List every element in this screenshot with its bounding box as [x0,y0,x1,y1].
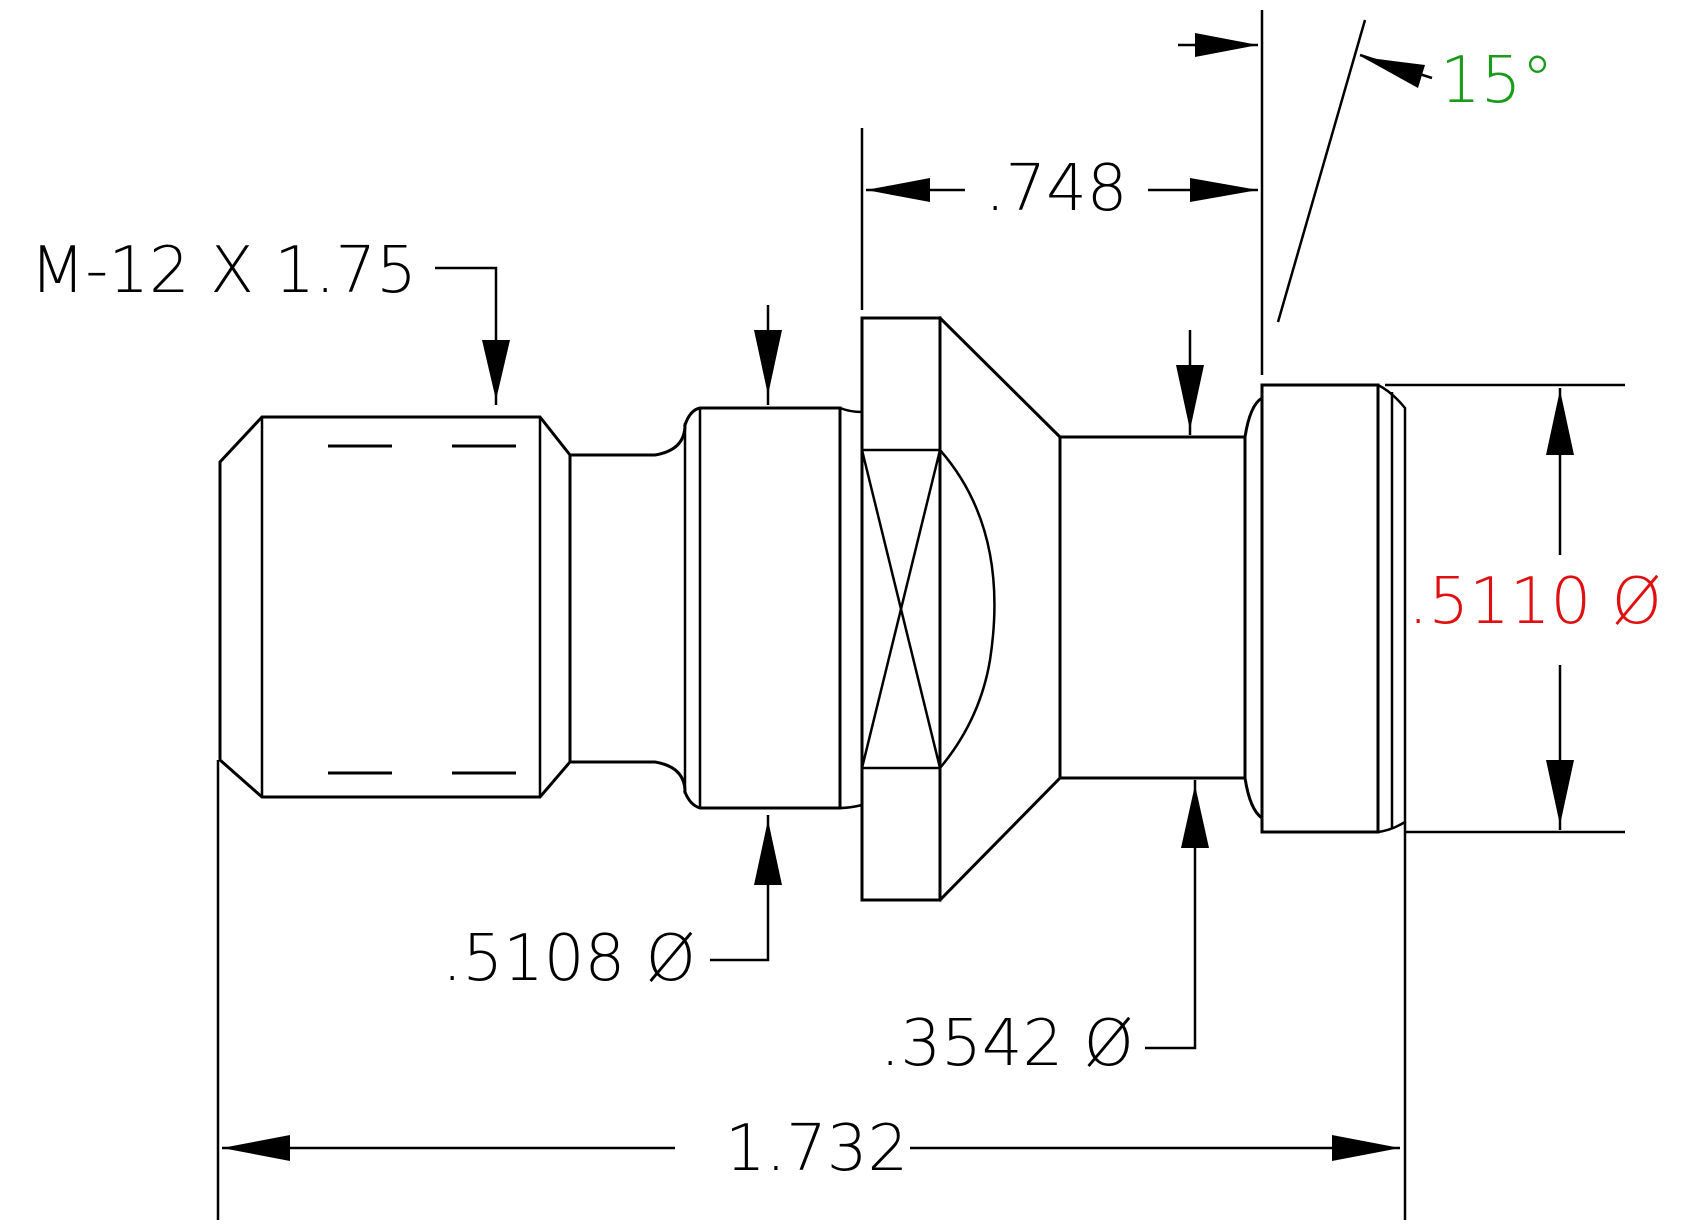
thread-section [218,415,572,799]
overall-length-dimension: 1.732 [222,1112,1400,1186]
cone [937,315,1062,903]
thread-label: M-12 X 1.75 [30,234,417,308]
thread-dimension: M-12 X 1.75 [30,234,510,405]
angle-dimension: 15° [1178,33,1553,118]
collar-dia-label: .5108 Ø [442,922,696,996]
flange-length-label: .748 [985,152,1128,226]
shank-dia-dimension: .5110 Ø [1408,388,1662,830]
part-outline [218,315,1407,903]
collar-dia-dimension: .5108 Ø [442,305,782,996]
neck [1058,435,1247,780]
extension-lines [216,10,1625,1220]
dimensions: M-12 X 1.75 .5108 Ø .3542 Ø .5110 Ø [30,33,1662,1186]
thread-dashes [328,444,516,775]
shank [1243,395,1264,821]
shank-dia-label: .5110 Ø [1408,565,1662,639]
angle-label: 15° [1440,44,1553,118]
neck-dia-dimension: .3542 Ø [880,330,1209,1081]
overall-length-label: 1.732 [725,1112,908,1186]
neck-dia-label: .3542 Ø [880,1007,1134,1081]
relief-neck [568,423,687,794]
collar [683,406,842,810]
flange-length-dimension: .748 [866,152,1258,226]
